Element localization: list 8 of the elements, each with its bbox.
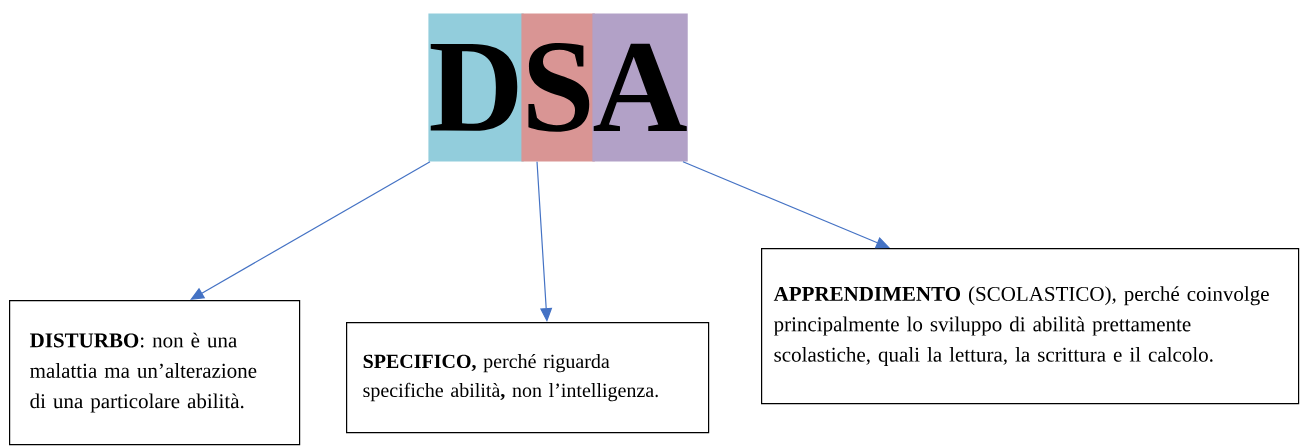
- text-box: SPECIFICO, perché riguarda specifiche abilità, non l’intelligenza.: [346, 322, 710, 434]
- letter-tile: A: [592, 13, 688, 162]
- arrow: [190, 161, 431, 300]
- arrow: [682, 161, 890, 249]
- text-box: APPRENDIMENTO (SCOLASTICO), perché coinvolge principalmente lo sviluppo di abilità prettamente scolastiche, quali la lettura, la scrittura e il calcolo.: [761, 248, 1300, 405]
- arrow: [536, 161, 553, 322]
- text-box: DISTURBO: non è una malattia ma un’alterazione di una particolare abilità.: [9, 300, 301, 446]
- letter-tile: D: [428, 13, 524, 162]
